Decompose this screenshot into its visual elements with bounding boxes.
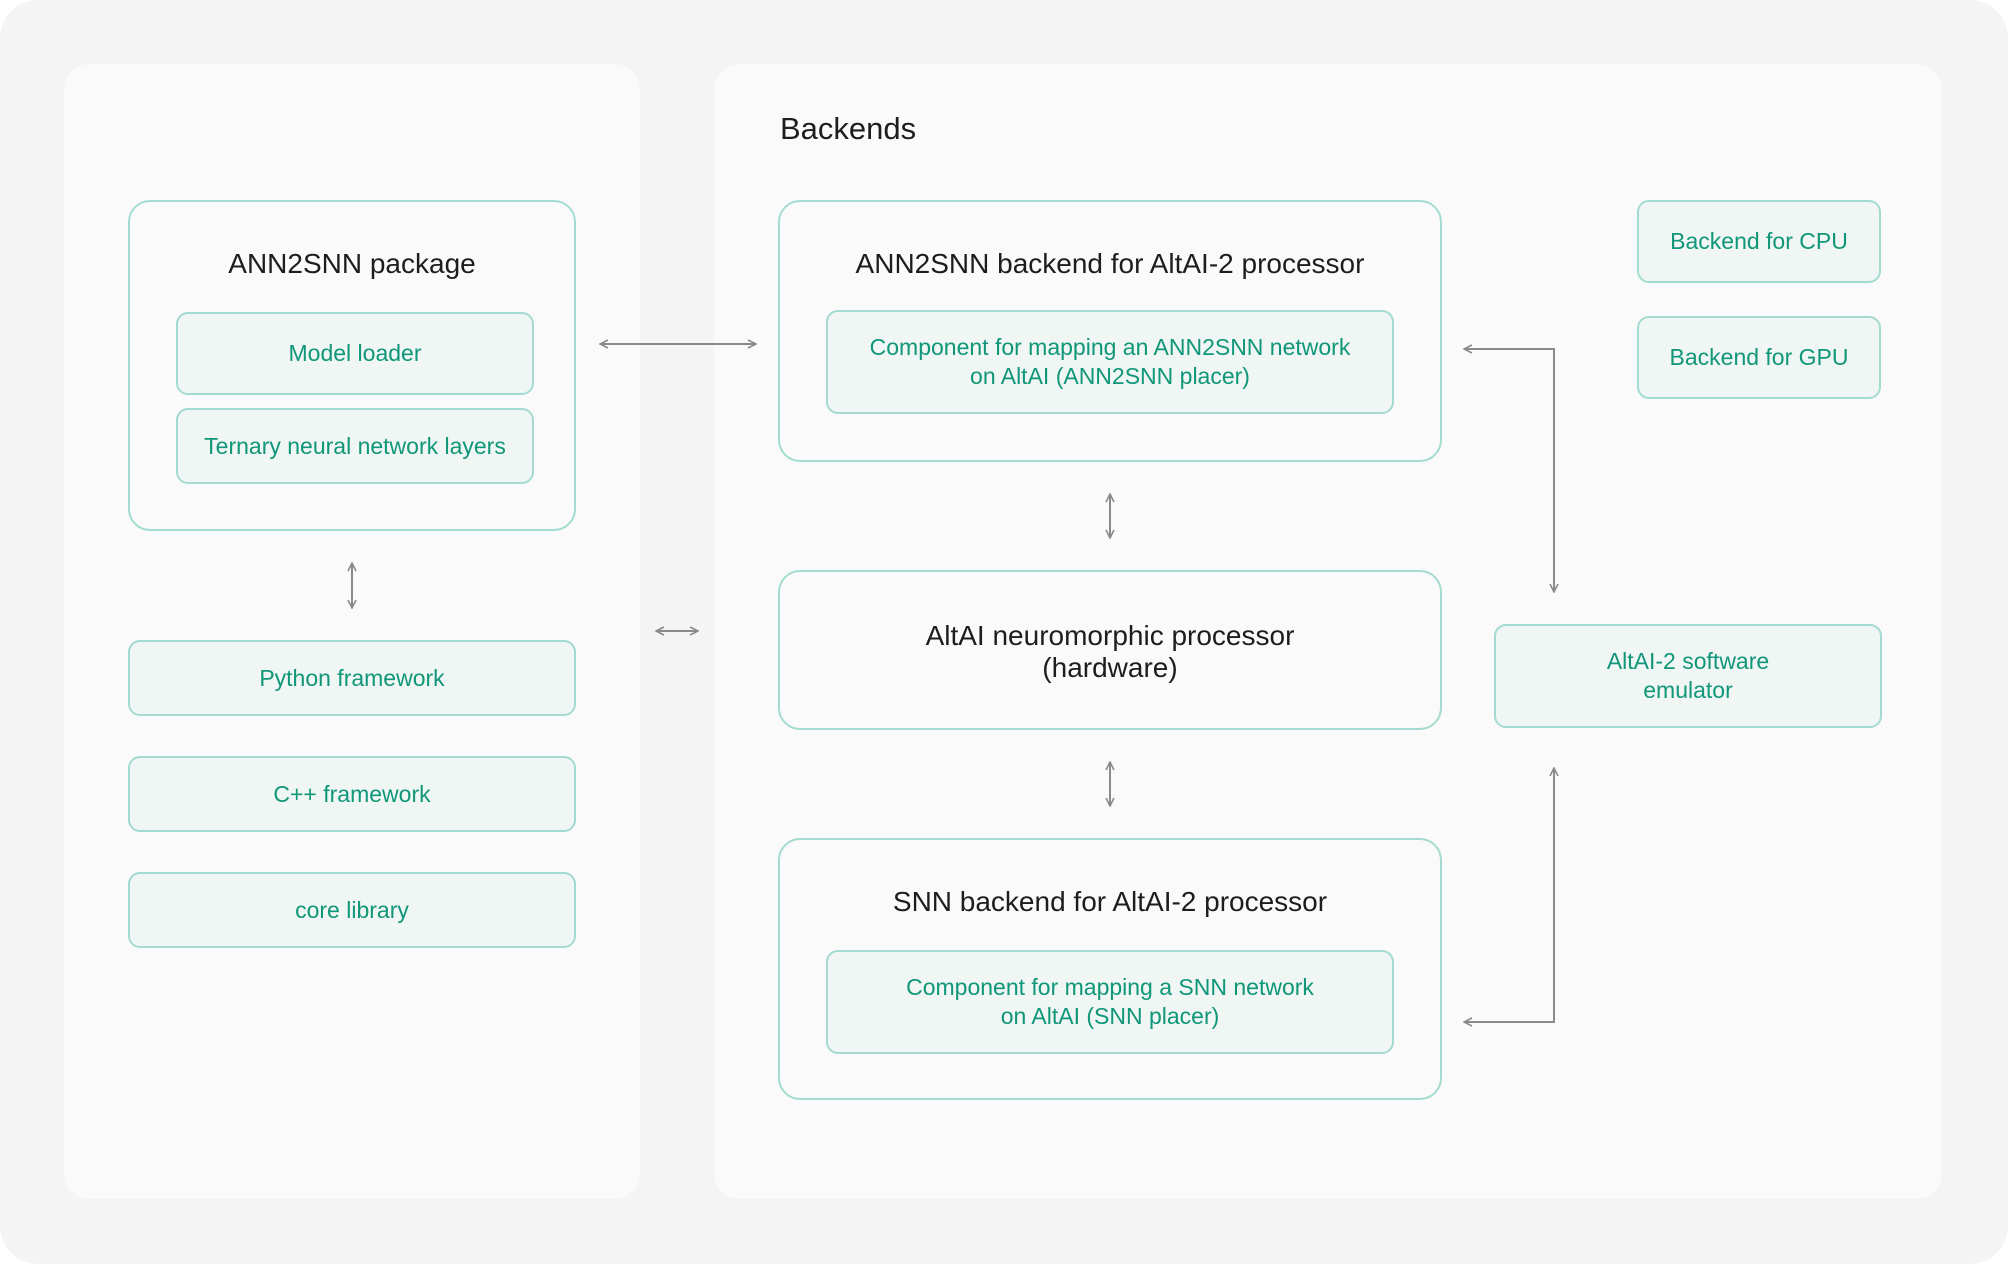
ann2snn-backend-title: ANN2SNN backend for AltAI-2 processor — [855, 248, 1365, 279]
model-loader-chip: Model loader — [176, 312, 534, 395]
altai-processor-box: AltAI neuromorphic processor (hardware) — [778, 570, 1442, 730]
snn-placer-chip: Component for mapping a SNN network on A… — [826, 950, 1394, 1054]
ternary-layers-chip: Ternary neural network layers — [176, 408, 534, 484]
cpp-framework-chip: C++ framework — [128, 756, 576, 832]
cpu-backend-chip: Backend for CPU — [1637, 200, 1881, 283]
core-library-chip: core library — [128, 872, 576, 948]
ann2snn-package-title: ANN2SNN package — [228, 248, 476, 279]
ann2snn-placer-chip: Component for mapping an ANN2SNN network… — [826, 310, 1394, 414]
backends-heading: Backends — [780, 111, 917, 146]
gpu-backend-chip: Backend for GPU — [1637, 316, 1881, 399]
altai-emulator-chip: AltAI-2 software emulator — [1494, 624, 1882, 728]
snn-backend-title: SNN backend for AltAI-2 processor — [892, 886, 1328, 917]
altai-processor-title: AltAI neuromorphic processor (hardware) — [925, 620, 1295, 683]
python-framework-chip: Python framework — [128, 640, 576, 716]
